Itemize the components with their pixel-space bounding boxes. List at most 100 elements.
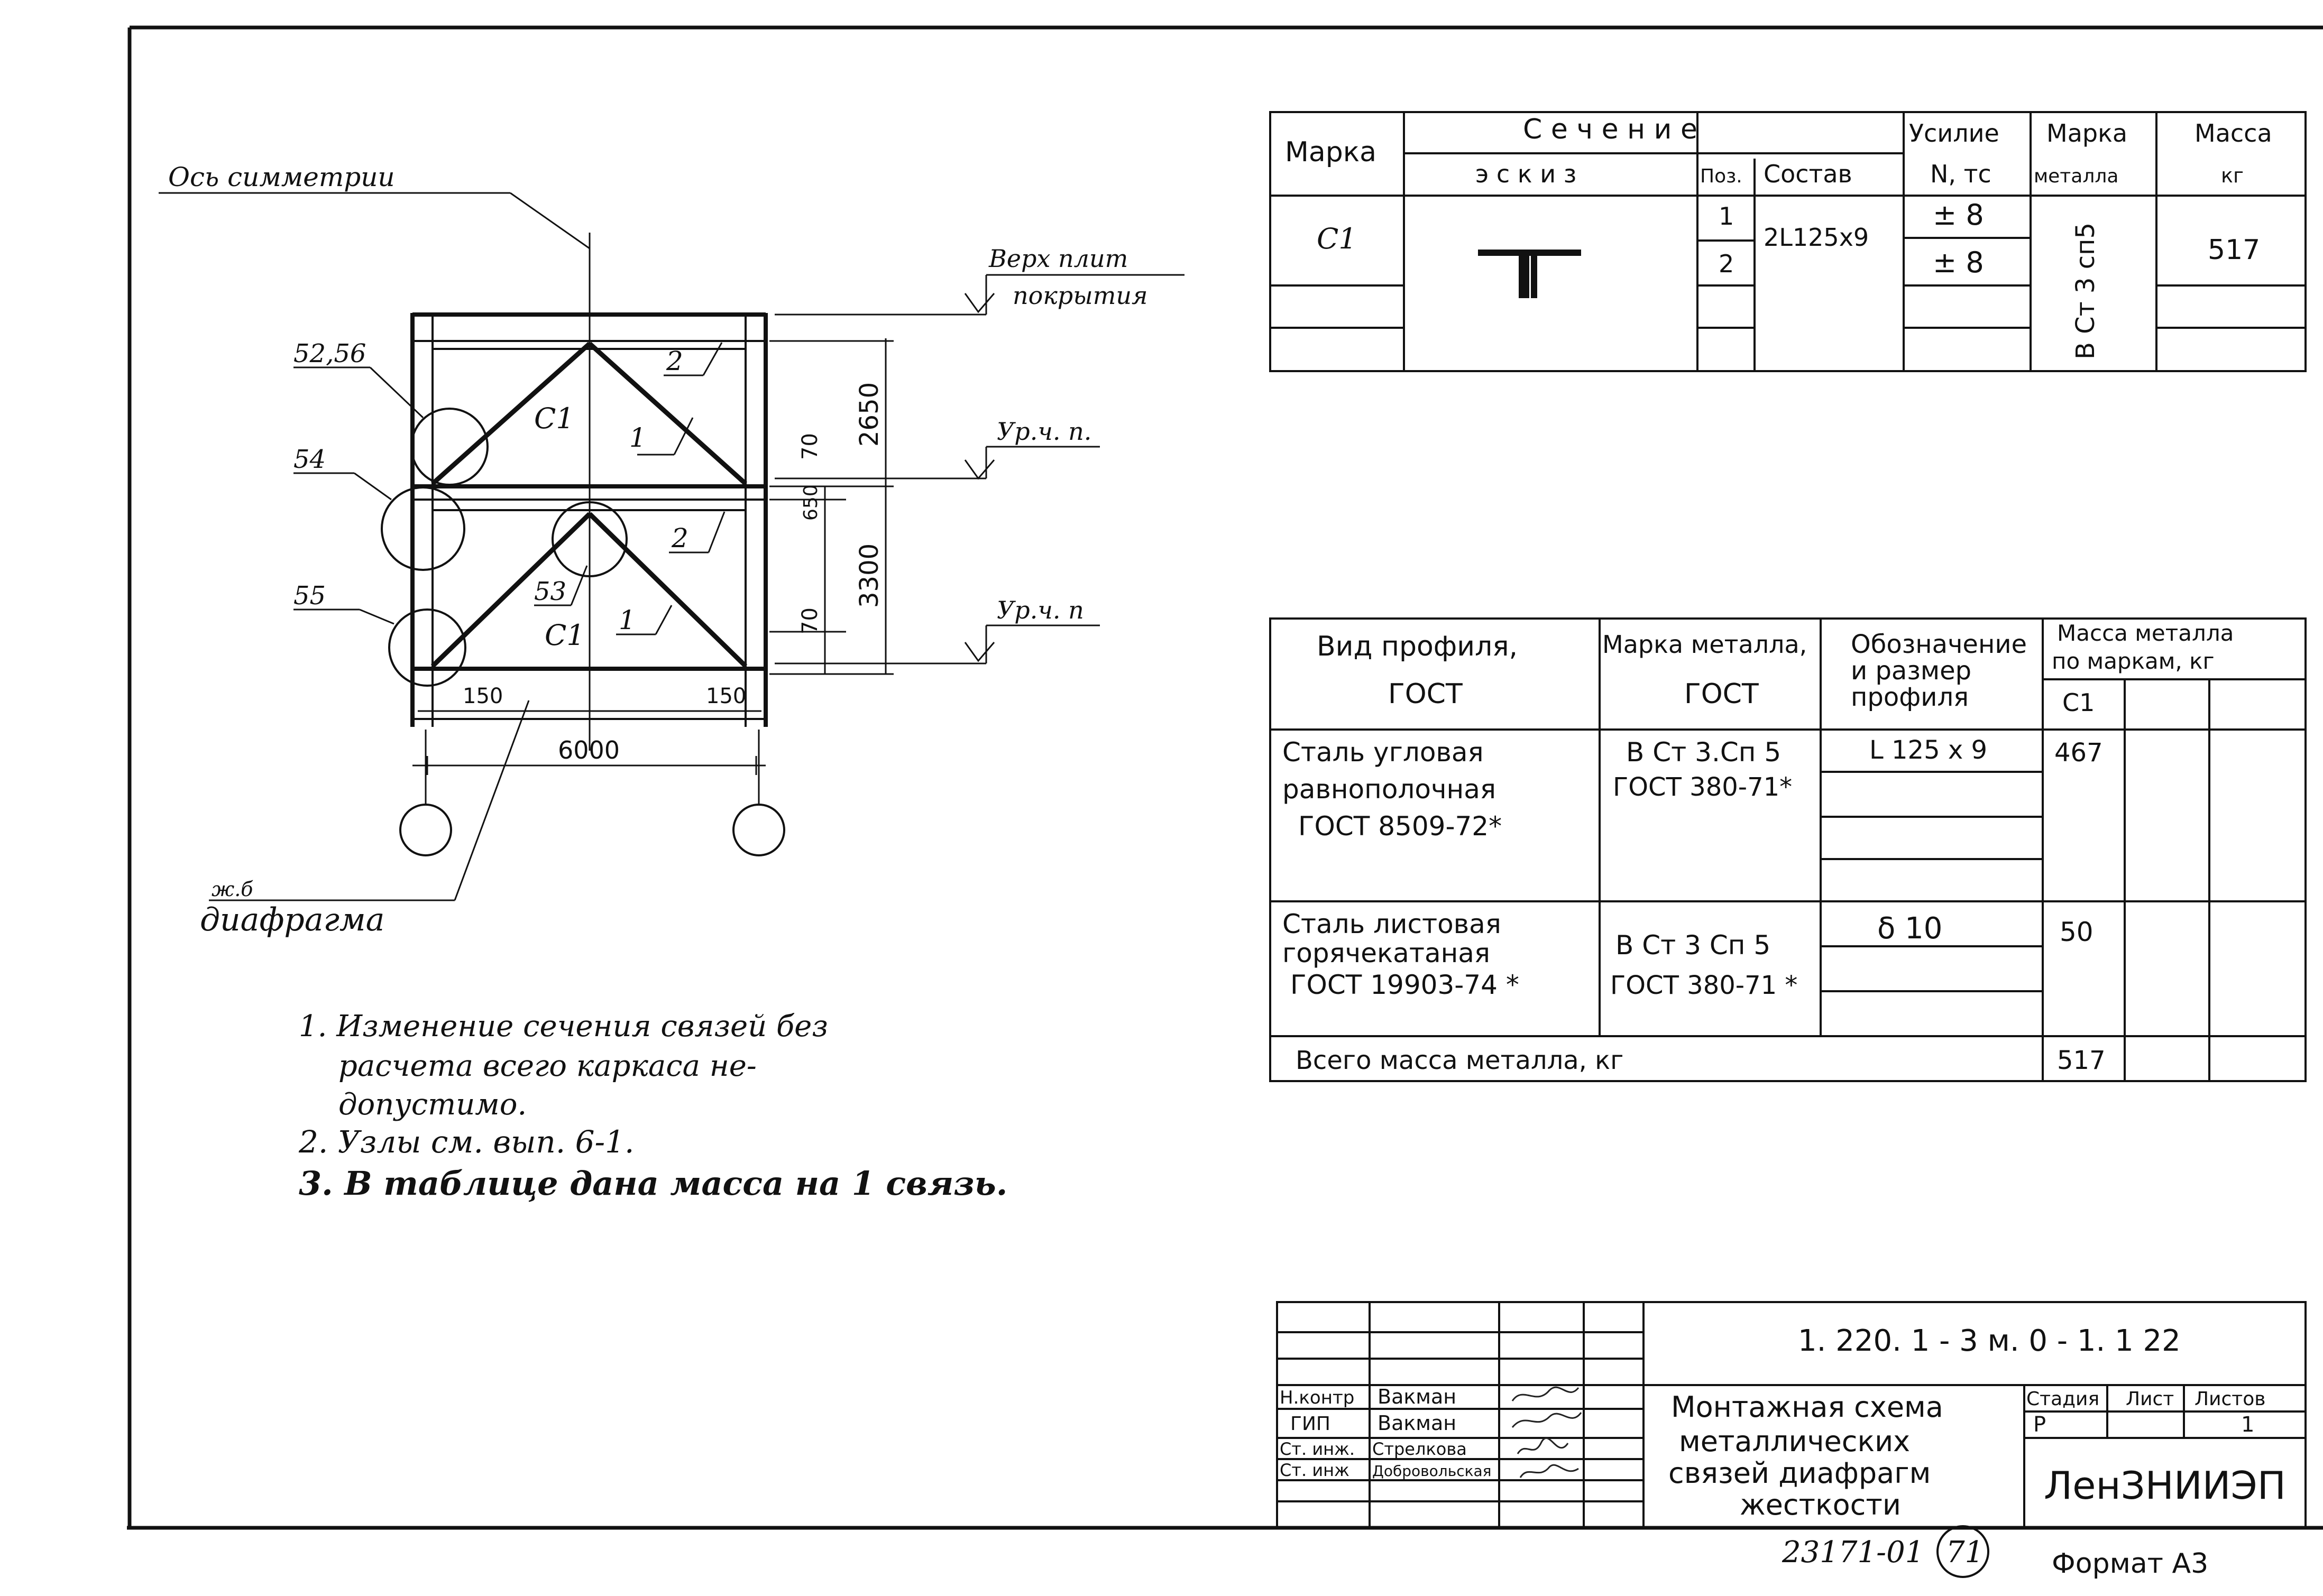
rc-label: ж.б: [212, 878, 253, 901]
section-row-poz-1: 1: [1719, 202, 1734, 230]
title-line-1: Монтажная схема: [1671, 1390, 1943, 1424]
footer: 23171-01 71 Формат А3: [1782, 1525, 2208, 1580]
dim-2650: 2650: [855, 382, 884, 447]
top-plate-label: Верх плит: [988, 244, 1128, 273]
section-h-massa-sub: кг: [2221, 164, 2244, 187]
name-3: Стрелкова: [1372, 1439, 1467, 1459]
role-1: Н.контр: [1280, 1387, 1354, 1408]
note-1-line-3: допустимо.: [338, 1087, 527, 1122]
mat-h-oboz-3: профиля: [1851, 682, 1969, 712]
listov-header: Листов: [2195, 1388, 2265, 1410]
dim-650: 650: [800, 484, 822, 521]
pos-1-upper-label: 1: [629, 422, 646, 453]
section-h-massa: Масса: [2195, 119, 2272, 147]
title-line-4: жесткости: [1740, 1488, 1901, 1521]
t-section-sketch: [1478, 250, 1581, 298]
note-1-line-2: расчета всего каркаса не-: [338, 1049, 757, 1083]
dim-150-right: 150: [706, 684, 746, 708]
organization: ЛенЗНИИЭП: [2044, 1463, 2286, 1508]
title-line-2: металлических: [1679, 1425, 1910, 1458]
mat-r2-marka-1: В Ст 3 Сп 5: [1615, 930, 1770, 961]
pos-1-lower-label: 1: [619, 605, 636, 635]
brace-c1-upper-label: С1: [534, 402, 574, 435]
mat-r1-vid-1: Сталь угловая: [1282, 737, 1484, 768]
pos-2-lower-label: 2: [671, 523, 688, 553]
mat-r2-marka-2: ГОСТ 380-71 *: [1610, 971, 1797, 1000]
section-h-poz: Поз.: [1700, 165, 1742, 187]
frame-schematic: [159, 192, 1185, 901]
title-block: [1276, 1301, 2307, 1529]
mat-r1-vid-3: ГОСТ 8509-72*: [1298, 811, 1502, 842]
name-1: Вакман: [1378, 1385, 1456, 1408]
mat-h-vid-2: ГОСТ: [1388, 678, 1463, 710]
schematic-labels: Ось симметрии Верх плит покрытия Ур.ч. п…: [168, 162, 1147, 938]
dim-3300: 3300: [855, 543, 884, 608]
mat-h-oboz-2: и размер: [1851, 656, 1971, 686]
section-h-usilie-sub: N, тс: [1930, 160, 1991, 188]
node-54-label: 54: [293, 445, 326, 474]
floor-level-2-label: Ур.ч. п: [997, 596, 1084, 624]
format-label: Формат А3: [2052, 1548, 2208, 1580]
node-52-56-label: 52,56: [293, 339, 366, 368]
section-row-usilie-1: ± 8: [1933, 198, 1984, 232]
mat-r2-profile: δ 10: [1877, 911, 1942, 946]
material-table: [1269, 617, 2307, 1082]
mat-total-label: Всего масса металла, кг: [1296, 1046, 1623, 1075]
title-block-text: 1. 220. 1 - 3 м. 0 - 1. 1 22 Н.контр ГИП…: [1280, 1324, 2286, 1521]
inventory-number: 23171-01: [1782, 1535, 1924, 1570]
section-h-marka: Марка: [1285, 136, 1376, 168]
mat-r2-mass: 50: [2060, 917, 2094, 947]
section-h-marka-metalla: Марка: [2046, 119, 2127, 147]
mat-h-marka-1: Марка металла,: [1602, 630, 1807, 659]
brace-c1-lower-label: С1: [545, 619, 585, 652]
symmetry-axis-label: Ось симметрии: [168, 162, 395, 192]
mat-r1-marka-1: В Ст 3.Сп 5: [1626, 737, 1781, 768]
dim-6000: 6000: [558, 736, 620, 764]
name-4: Добровольская: [1372, 1462, 1492, 1480]
section-row-marka: С1: [1317, 222, 1357, 255]
section-h-eskiz: э с к и з: [1475, 160, 1576, 188]
section-table: [1269, 111, 2307, 372]
name-2: Вакман: [1378, 1412, 1456, 1435]
mat-h-massa-2: по маркам, кг: [2052, 648, 2215, 674]
mat-r1-mass: 467: [2054, 738, 2103, 768]
dim-150-left: 150: [463, 684, 503, 708]
list-header: Лист: [2126, 1388, 2174, 1410]
mat-h-vid-1: Вид профиля,: [1317, 631, 1518, 662]
section-h-marka-metalla-sub: металла: [2034, 165, 2118, 187]
node-55-label: 55: [293, 581, 326, 611]
note-1-line-1: 1. Изменение сечения связей без: [299, 1009, 828, 1044]
section-row-sostav: 2L125x9: [1764, 223, 1869, 252]
section-h-sostav: Состав: [1764, 160, 1852, 188]
mat-r2-vid-1: Сталь листовая: [1282, 909, 1501, 939]
section-h-sechenie: С е ч е н и е: [1523, 114, 1697, 145]
mat-h-c1: С1: [2062, 688, 2095, 717]
role-4: Ст. инж: [1280, 1460, 1349, 1480]
section-h-usilie: Усилие: [1909, 119, 1999, 147]
mat-h-massa-1: Масса металла: [2057, 620, 2234, 646]
material-table-text: Вид профиля, ГОСТ Марка металла, ГОСТ Об…: [1282, 620, 2234, 1075]
section-row-usilie-2: ± 8: [1933, 246, 1984, 279]
mat-h-marka-2: ГОСТ: [1684, 678, 1759, 710]
notes: 1. Изменение сечения связей без расчета …: [298, 1009, 1007, 1203]
mat-r1-marka-2: ГОСТ 380-71*: [1613, 772, 1792, 802]
section-row-massa: 517: [2208, 234, 2260, 266]
top-plate-label-2: покрытия: [1013, 281, 1147, 310]
title-line-3: связей диафрагм: [1668, 1456, 1931, 1490]
mat-r1-vid-2: равнополочная: [1282, 774, 1496, 805]
note-2: 2. Узлы см. вып. 6-1.: [298, 1124, 634, 1160]
section-table-text: Марка С е ч е н и е Усилие N, тс Марка м…: [1285, 114, 2272, 359]
mat-r1-profile: L 125 x 9: [1869, 735, 1987, 765]
diaphragm-label: диафрагма: [200, 901, 384, 938]
dim-70-lower: 70: [798, 607, 822, 634]
listov-value: 1: [2241, 1413, 2254, 1437]
role-2: ГИП: [1290, 1413, 1330, 1435]
stadiya-value: Р: [2033, 1413, 2046, 1437]
signatures: [1511, 1386, 1582, 1478]
doc-code: 1. 220. 1 - 3 м. 0 - 1. 1 22: [1798, 1324, 2181, 1358]
mat-total-mass: 517: [2057, 1046, 2106, 1075]
pos-2-upper-label: 2: [666, 346, 683, 376]
page-number: 71: [1946, 1535, 1984, 1570]
section-row-metal: В Ст 3 сп5: [2071, 223, 2100, 359]
